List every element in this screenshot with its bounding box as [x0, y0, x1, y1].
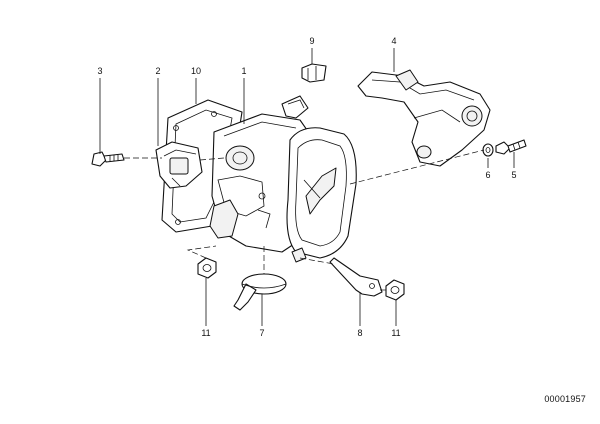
- callout-6: 6: [485, 170, 490, 180]
- callout-5: 5: [511, 170, 516, 180]
- callout-8: 8: [357, 328, 362, 338]
- diagram-reference-number: 00001957: [544, 394, 586, 404]
- part-2-throttle-position-sensor[interactable]: [155, 141, 203, 189]
- callout-10: 10: [191, 66, 201, 76]
- part-4-bracket[interactable]: [357, 69, 491, 167]
- part-11-nut-right[interactable]: [385, 279, 405, 301]
- part-3-screw[interactable]: [91, 151, 125, 167]
- part-11-nut-left[interactable]: [197, 257, 217, 279]
- callout-1: 1: [241, 66, 246, 76]
- callout-labels: 3 2 10 1 9 4 6 5 11 7 8 11: [97, 36, 516, 338]
- callout-3: 3: [97, 66, 102, 76]
- callout-11-left: 11: [201, 328, 210, 338]
- part-8-bracket-strip[interactable]: [291, 247, 383, 297]
- part-5-bolt[interactable]: [495, 139, 527, 155]
- part-1-throttle-housing[interactable]: [209, 95, 357, 259]
- part-9-clip[interactable]: [301, 63, 327, 83]
- callout-9: 9: [309, 36, 314, 46]
- part-6-washer[interactable]: [482, 143, 494, 157]
- callout-2: 2: [155, 66, 160, 76]
- callout-7: 7: [259, 328, 264, 338]
- leader-lines: [99, 48, 515, 326]
- part-7-hose-fitting[interactable]: [233, 273, 287, 311]
- callout-4: 4: [391, 36, 396, 46]
- callout-11-right: 11: [391, 328, 400, 338]
- assembly-lines: [124, 149, 485, 291]
